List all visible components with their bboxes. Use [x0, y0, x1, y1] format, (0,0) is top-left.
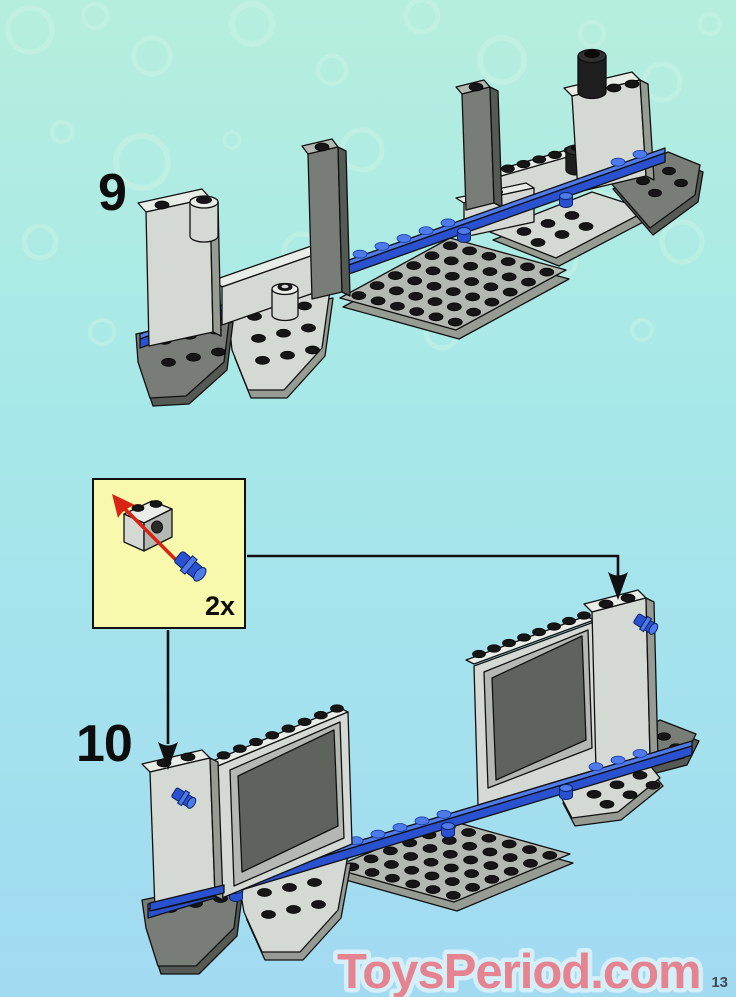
- step-9-label: 9: [98, 164, 127, 222]
- step-9-model: [135, 48, 704, 407]
- baseplate-8x8: [339, 237, 570, 340]
- technic-pin-icon: [171, 787, 197, 809]
- tall-brick-left: [137, 188, 222, 347]
- column-brick-dark-1: [301, 138, 351, 300]
- callout-connector-lines: [158, 554, 628, 770]
- wall-panel-right: [465, 589, 659, 806]
- page-number: 13: [711, 974, 728, 991]
- round-brick-1x1: [271, 282, 299, 322]
- column-left: [141, 749, 224, 911]
- technic-pin-blue-icon: [174, 551, 207, 582]
- wedge-plate-right-light: [489, 191, 652, 267]
- technic-pin-icon: [633, 613, 659, 635]
- callout-quantity-label: 2x: [204, 591, 235, 621]
- step-10-model: [141, 589, 700, 975]
- wall-panel-left: [141, 704, 353, 912]
- callout-part-diagram: [112, 494, 207, 582]
- down-arrow-icon: [608, 572, 628, 600]
- down-arrow-icon: [158, 742, 178, 770]
- part-callout-box: 2x: [92, 478, 246, 629]
- wedge-plate-right-light: [559, 757, 664, 827]
- column-brick-dark-2: [455, 79, 503, 211]
- column-right: [583, 589, 659, 771]
- baseplate-8x8: [331, 819, 574, 912]
- technic-brick-1x2-icon: [123, 500, 173, 552]
- step-10-label: 10: [76, 715, 133, 773]
